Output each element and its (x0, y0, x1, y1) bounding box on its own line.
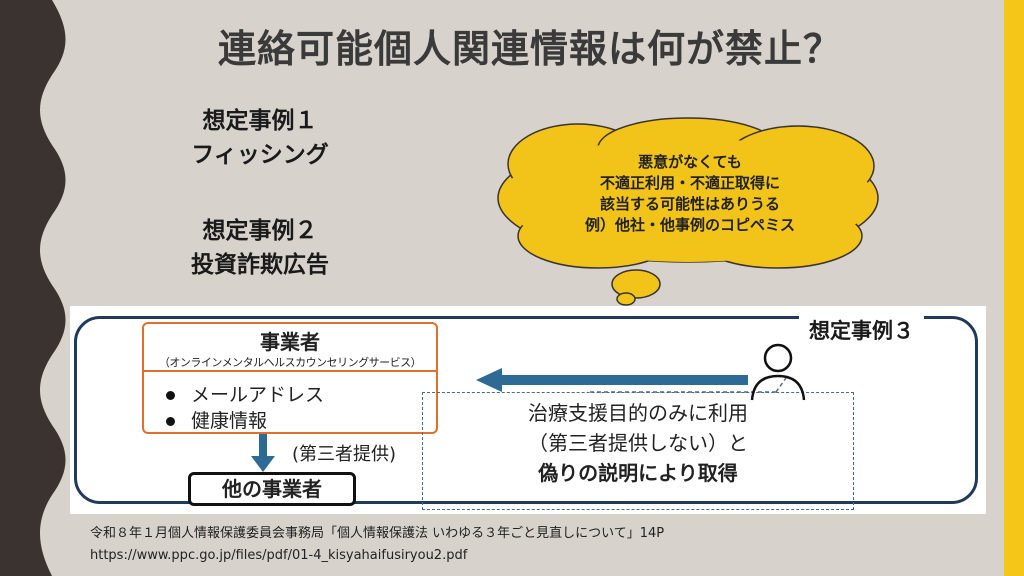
down-arrow-icon (251, 434, 275, 472)
business-box: 事業者 （オンラインメンタルヘルスカウンセリングサービス） メールアドレス 健康… (142, 322, 438, 434)
bullet-icon (166, 417, 175, 426)
left-arrow-icon (476, 368, 748, 392)
wavy-side-band (0, 0, 66, 576)
case3-label: 想定事例３ (799, 315, 924, 345)
business-divider (144, 370, 436, 372)
other-business-box: 他の事業者 (188, 472, 356, 506)
dashed-explanation-box (422, 392, 854, 510)
third-party-provide-label: (第三者提供) (292, 444, 397, 465)
thought-cloud (497, 117, 879, 306)
source-citation: 令和８年１月個人情報保護委員会事務局「個人情報保護法 いわゆる３年ごと見直しにつ… (90, 526, 665, 541)
item-health: 健康情報 (191, 410, 268, 432)
person-icon (750, 343, 806, 401)
callout-text: 悪意がなくても 不適正利用・不適正取得に 該当する可能性はありうる 例）他社・他… (540, 152, 840, 236)
source-url[interactable]: https://www.ppc.go.jp/files/pdf/01-4_kis… (90, 548, 468, 563)
right-accent-bar (1004, 0, 1024, 576)
item-email: メールアドレス (191, 384, 325, 406)
bullet-item-health: 健康情報 (166, 406, 267, 433)
diagram-frame: 想定事例３ (74, 315, 978, 504)
obtain-description: 治療支援目的のみに利用 （第三者提供しない）と 偽りの説明により取得 (452, 398, 824, 488)
callout-line1: 悪意がなくても (638, 153, 742, 171)
case2-block: 想定事例２ 投資詐欺広告 (160, 214, 360, 282)
case2-name: 投資詐欺広告 (191, 252, 329, 278)
case2-heading: 想定事例２ (202, 218, 318, 244)
bullet-icon (166, 391, 175, 400)
obtain-line2: （第三者提供しない）と (528, 431, 748, 455)
callout-line2: 不適正利用・不適正取得に (599, 174, 780, 192)
business-subtitle: （オンラインメンタルヘルスカウンセリングサービス） (158, 356, 422, 369)
business-title: 事業者 (260, 330, 320, 354)
dashed-connector (590, 377, 787, 393)
page-title: 連絡可能個人関連情報は何が禁止？ (217, 27, 842, 71)
obtain-line3: 偽りの説明により取得 (538, 461, 738, 485)
case1-name: フィッシング (191, 142, 329, 168)
callout-line4: 例）他社・他事例のコピペミス (584, 216, 795, 234)
case3-diagram: 想定事例３ 事業者 （オンラインメンタルヘルスカウンセリングサービス） メールア… (70, 306, 986, 514)
obtain-line1: 治療支援目的のみに利用 (528, 401, 748, 425)
callout-line3: 該当する可能性はありうる (599, 195, 780, 213)
case1-heading: 想定事例１ (202, 108, 318, 134)
case1-block: 想定事例１ フィッシング (160, 104, 360, 172)
bullet-item-email: メールアドレス (166, 380, 324, 407)
